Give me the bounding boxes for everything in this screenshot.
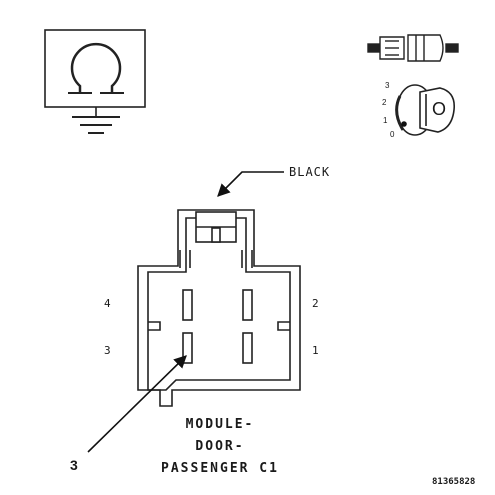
pin-cavity-2 <box>242 289 253 321</box>
pin-number-2: 2 <box>312 297 319 310</box>
key-position-label: 0 <box>390 130 395 139</box>
wire-leader-line <box>217 171 284 197</box>
pin-number-1: 1 <box>312 344 319 357</box>
connector-pin-cavities <box>182 289 253 364</box>
ignition-key-icon <box>395 84 456 136</box>
key-position-label: 1 <box>383 116 388 125</box>
figure-id: 81365828 <box>432 477 476 487</box>
pin-cavity-4 <box>182 289 193 321</box>
connector-title-line: DOOR- <box>195 439 245 454</box>
connector-title-line: PASSENGER C1 <box>161 461 279 476</box>
connector-title-line: MODULE- <box>185 417 255 432</box>
pin-number-4: 4 <box>104 297 111 310</box>
pin-cavity-3 <box>182 332 193 364</box>
pin-cavity-1 <box>242 332 253 364</box>
callout-leader-arrow <box>87 355 187 453</box>
wire-color-label: BLACK <box>289 165 331 179</box>
connector-housing <box>137 209 301 407</box>
connector-icon <box>367 34 459 62</box>
callout-number: 3 <box>70 457 78 473</box>
key-position-label: 2 <box>382 98 387 107</box>
ohm-ground-symbol-icon <box>44 29 146 134</box>
key-position-label: 3 <box>385 81 390 90</box>
key-letter: O <box>432 99 447 119</box>
pin-number-3: 3 <box>104 344 111 357</box>
